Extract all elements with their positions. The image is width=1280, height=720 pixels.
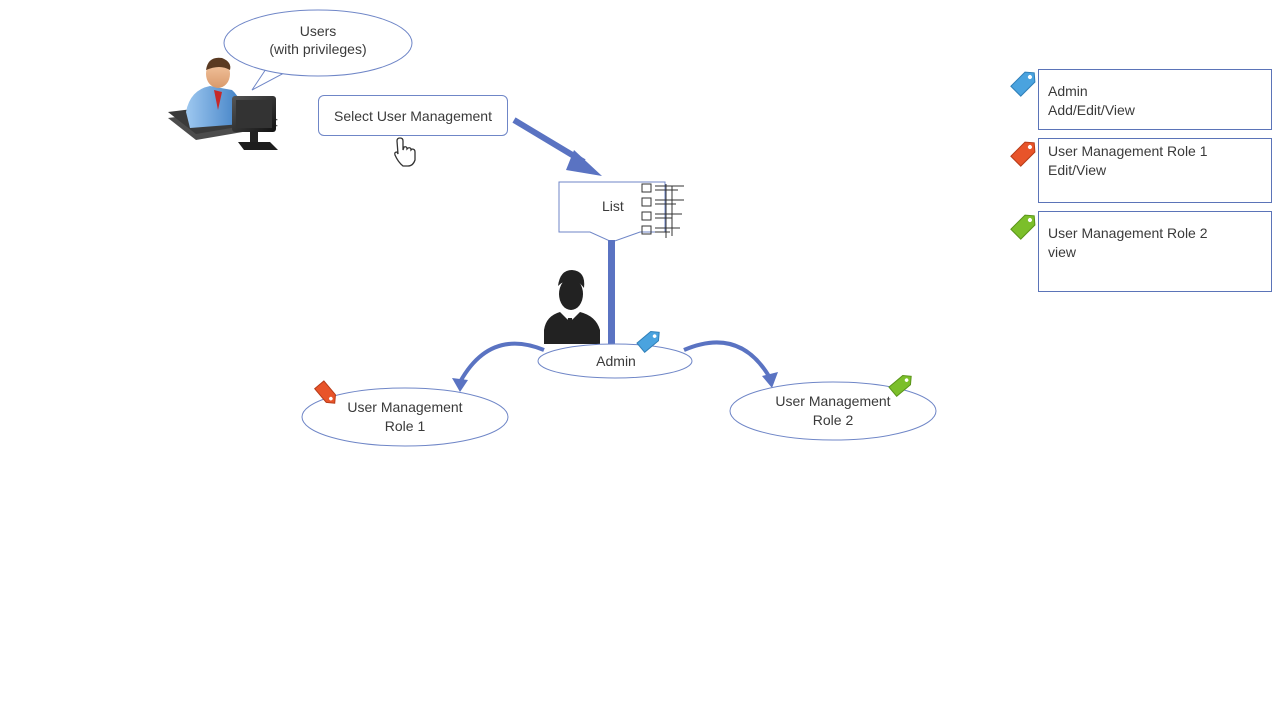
legend-role2-title: User Management Role 2 — [1048, 225, 1208, 241]
list-icon — [641, 183, 684, 238]
role2-line-1: User Management — [775, 393, 891, 409]
role2-node — [729, 381, 937, 441]
role1-label: User Management Role 1 — [302, 398, 508, 436]
legend-role1: User Management Role 1 Edit/View — [1038, 138, 1272, 203]
legend-admin-tag-icon — [1010, 71, 1036, 97]
speech-line-2: (with privileges) — [269, 41, 367, 57]
role1-line-1: User Management — [347, 399, 463, 415]
legend-role2-tag-icon — [1010, 214, 1036, 240]
legend-role1-tag-icon — [1010, 141, 1036, 167]
select-user-management-label: Select User Management — [334, 107, 492, 124]
select-user-management-box[interactable]: Select User Management — [318, 95, 508, 136]
connector-list-to-admin — [608, 240, 615, 344]
role1-line-2: Role 1 — [384, 418, 426, 434]
hand-cursor-icon — [394, 137, 416, 167]
legend-admin-permissions: Add/Edit/View — [1048, 102, 1135, 118]
legend-admin: Admin Add/Edit/View — [1038, 69, 1272, 130]
role2-label: User Management Role 2 — [730, 392, 936, 430]
admin-label: Admin — [596, 353, 636, 369]
role2-line-2: Role 2 — [812, 412, 854, 428]
admin-tag-icon — [636, 331, 660, 354]
speech-bubble-text: Users (with privileges) — [224, 22, 412, 58]
arrow-admin-to-role1 — [452, 341, 545, 392]
list-label: List — [602, 198, 624, 214]
arrow-admin-to-role2 — [683, 340, 778, 388]
speech-line-1: Users — [299, 23, 337, 39]
legend-admin-title: Admin — [1048, 83, 1088, 99]
legend-role2: User Management Role 2 view — [1038, 211, 1272, 292]
arrow-select-to-list — [512, 117, 602, 176]
role1-tag-icon — [313, 380, 336, 404]
role1-node — [301, 387, 509, 447]
legend-role2-permissions: view — [1048, 244, 1077, 260]
legend-role1-title: User Management Role 1 — [1048, 143, 1208, 159]
user-at-computer-icon — [168, 57, 278, 150]
legend-role1-permissions: Edit/View — [1048, 162, 1107, 178]
admin-node — [537, 343, 693, 379]
role2-tag-icon — [888, 375, 912, 398]
admin-avatar-icon — [544, 270, 600, 344]
speech-bubble — [223, 9, 413, 91]
